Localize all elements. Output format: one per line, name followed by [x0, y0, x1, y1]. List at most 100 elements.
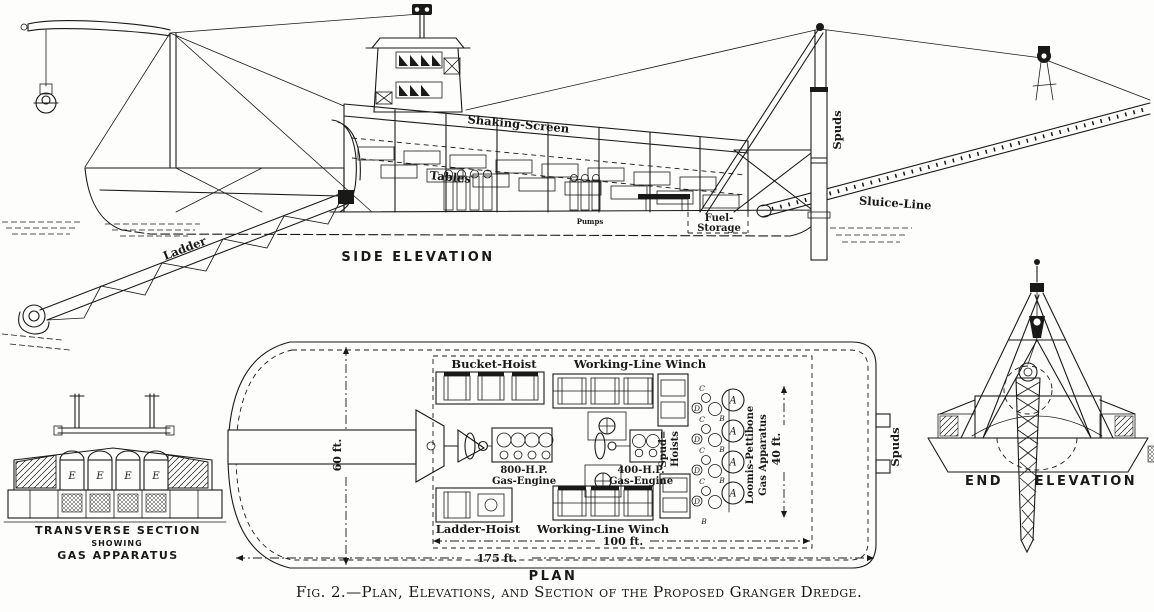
- dimension-beam: 60 ft.: [331, 347, 350, 565]
- side-elevation-view: Shaking-Screen Tables Fuel- Storage Pump…: [1, 4, 1151, 351]
- label-400hp-line1: 400-H.P.: [617, 465, 664, 476]
- gas-generator-tanks: E E E E: [59, 450, 169, 491]
- figure-caption: Fig. 2.—Plan, Elevations, and Section of…: [296, 583, 862, 601]
- label-bucket-hoist: Bucket-Hoist: [451, 357, 537, 371]
- ladder-hoist-machine: [435, 487, 513, 523]
- masthead-sheave-icon: [412, 4, 432, 15]
- dimension-length: 175 ft.: [236, 552, 874, 565]
- sluice-sheave-tower-icon: [1032, 46, 1057, 101]
- end-elevation-view: END ELEVATION: [927, 259, 1154, 554]
- spud: [807, 87, 831, 261]
- label-sluice-line: Sluice-Line: [859, 193, 932, 212]
- side-gallery-left: [15, 454, 57, 489]
- hanging-block-icon: [39, 83, 53, 95]
- transverse-section-title-line1: TRANSVERSE SECTION: [35, 524, 201, 537]
- apparatus-letter-b: B: [718, 414, 725, 423]
- gas-apparatus-unit: A B C D: [691, 384, 745, 423]
- apparatus-letter-b: B: [718, 476, 725, 485]
- apparatus-letter-d: D: [693, 497, 700, 506]
- water-lines: [1, 221, 912, 351]
- gas-apparatus-unit: A B C D: [691, 446, 745, 485]
- gantry-house: [365, 4, 471, 113]
- label-400hp-line2: Gas-Engine: [609, 476, 673, 487]
- working-line-winch-bottom-machine: [552, 485, 654, 521]
- label-spud-hoists-line2: Hoists: [670, 431, 681, 467]
- side-gallery-right: [167, 454, 209, 489]
- forward-mast: [20, 13, 421, 213]
- label-ladder: Ladder: [161, 233, 209, 263]
- hanging-sheave-icon: [1029, 316, 1045, 338]
- engine-800hp-machine: [415, 409, 554, 483]
- label-loomis-line2: Gas Apparatus: [758, 414, 769, 496]
- tables-row: [357, 146, 740, 209]
- apparatus-letter-b: B: [700, 517, 707, 526]
- transverse-section-title-line3: GAS APPARATUS: [57, 549, 178, 562]
- hull-plan: [227, 341, 891, 569]
- label-spud-hoists-line1: Spud=: [658, 431, 669, 468]
- label-800hp-line2: Gas-Engine: [492, 476, 556, 487]
- dim-100ft: 100 ft.: [603, 535, 643, 548]
- bucket-icon: [22, 304, 46, 328]
- machinery-outline: [432, 355, 813, 549]
- apparatus-letter-a: A: [728, 458, 736, 469]
- apparatus-letter-a: A: [728, 396, 736, 407]
- label-working-line-winch-top: Working-Line Winch: [573, 357, 707, 371]
- dim-40ft: 40 ft.: [770, 433, 783, 466]
- gas-apparatus-unit: A B C D: [691, 415, 745, 454]
- plan-view: A B C D A B C D A B C D A B: [227, 341, 902, 584]
- tank-letter-e: E: [123, 471, 132, 482]
- overhead-frame: [53, 393, 175, 436]
- end-elevation-title-elevation: ELEVATION: [1035, 474, 1137, 489]
- braced-panel: [375, 57, 461, 105]
- apparatus-letter-c: C: [699, 477, 705, 486]
- label-spuds-side: Spuds: [830, 110, 844, 149]
- tank-letter-e: E: [95, 471, 104, 482]
- bucket-hoist-machine: [435, 371, 545, 405]
- dim-175ft: 175 ft.: [477, 552, 517, 565]
- apparatus-letter-c: C: [699, 446, 705, 455]
- tank-letter-e: E: [67, 471, 76, 482]
- dimension-apparatus: 40 ft.: [770, 386, 788, 518]
- label-spuds-plan: Spuds: [888, 427, 902, 466]
- label-pumps: Pumps: [577, 217, 604, 226]
- bench-icon: [638, 194, 690, 199]
- end-elevation-title-end: END: [965, 474, 1003, 489]
- digging-ladder: [18, 119, 361, 335]
- apparatus-letter-d: D: [693, 404, 700, 413]
- ladder-end: [996, 362, 1078, 554]
- transverse-section-view: E E E E TRANSVERSE SECTION SHOWING GAS A…: [3, 393, 227, 562]
- label-800hp-line1: 800-H.P.: [500, 465, 547, 476]
- label-fuel-storage-line1: Fuel-: [705, 213, 734, 224]
- label-fuel-storage-line2: Storage: [697, 223, 741, 234]
- apparatus-letter-c: C: [699, 415, 705, 424]
- plan-title: PLAN: [529, 569, 578, 584]
- label-loomis-line1: Loomis-Pettibone: [745, 406, 756, 504]
- gas-apparatus-unit: A B C D: [691, 477, 745, 526]
- label-working-line-winch-bottom: Working-Line Winch: [536, 522, 670, 536]
- side-elevation-title: SIDE ELEVATION: [341, 250, 494, 265]
- a-frame: [960, 259, 1114, 439]
- spud-guide-bottom: [875, 459, 891, 474]
- screen-gallery: [343, 103, 749, 213]
- tank-letter-e: E: [151, 471, 160, 482]
- label-tables: Tables: [429, 168, 471, 186]
- label-ladder-hoist: Ladder-Hoist: [436, 522, 521, 536]
- spud-guide-top: [875, 413, 891, 428]
- transverse-section-title-line2: SHOWING: [91, 539, 142, 548]
- working-line-winch-top-machine: [552, 373, 654, 441]
- hull-section: [3, 447, 227, 523]
- dim-60ft: 60 ft.: [331, 439, 344, 472]
- dimension-machinery: 100 ft.: [433, 535, 810, 548]
- spud-hoist-machines: [657, 373, 691, 519]
- apparatus-letter-c: C: [699, 384, 705, 393]
- apparatus-letter-d: D: [693, 435, 700, 444]
- apparatus-letter-d: D: [693, 466, 700, 475]
- apparatus-letter-a: A: [728, 489, 736, 500]
- louvers-icon: [399, 55, 441, 96]
- stern-gantry: [465, 23, 1151, 261]
- apparatus-letter-a: A: [728, 427, 736, 438]
- hull-end: [927, 395, 1154, 473]
- gas-apparatus-plan: A B C D A B C D A B C D A B: [691, 384, 745, 526]
